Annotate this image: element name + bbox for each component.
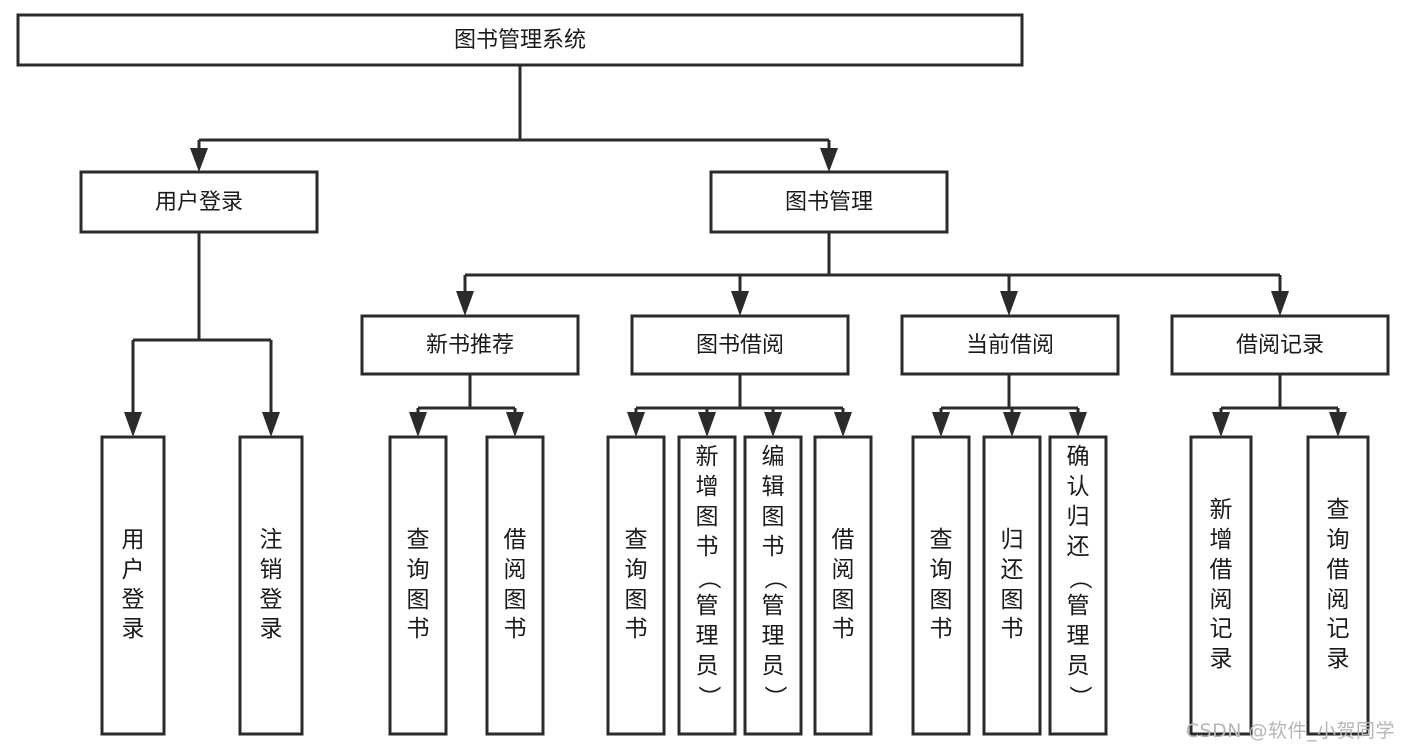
- arrow-head-book-borrow: [731, 291, 749, 316]
- arrow-head-new-book-recommend: [456, 291, 474, 316]
- node-borrow-record[interactable]: 借阅记录: [1170, 314, 1390, 376]
- edge-group-book-borrow: [627, 374, 852, 437]
- edge-group-book-management: [456, 232, 1289, 316]
- node-leaf-query-book-1-rect[interactable]: [388, 435, 448, 736]
- arrow-head-leaf-confirm-return-admin: [1069, 412, 1087, 437]
- node-current-borrow-rect[interactable]: [900, 314, 1120, 376]
- node-leaf-user-logout-rect[interactable]: [238, 435, 304, 736]
- edge-group-borrow-record: [1212, 374, 1347, 437]
- node-root-label: 图书管理系统: [454, 28, 586, 53]
- arrow-head-leaf-query-book-2: [627, 412, 645, 437]
- node-user-login[interactable]: 用户登录: [79, 170, 319, 234]
- node-book-management-label: 图书管理: [785, 190, 873, 215]
- arrow-head-leaf-add-book-admin: [698, 412, 716, 437]
- node-user-login-rect[interactable]: [79, 170, 319, 234]
- arrow-head-leaf-edit-book-admin: [764, 412, 782, 437]
- arrow-head-leaf-borrow-book-1: [506, 412, 524, 437]
- edge-group-current-borrow: [932, 374, 1087, 437]
- arrow-head-book-management: [820, 148, 838, 172]
- arrow-head-leaf-query-book-3: [932, 412, 950, 437]
- node-leaf-query-book-3-rect[interactable]: [911, 435, 971, 736]
- arrow-head-leaf-user-login: [124, 412, 142, 437]
- node-leaf-return-book-rect[interactable]: [982, 435, 1042, 736]
- node-new-book-recommend-label: 新书推荐: [426, 333, 514, 358]
- edge-group-root: [190, 65, 838, 172]
- node-new-book-recommend-rect[interactable]: [360, 314, 580, 376]
- arrow-head-leaf-query-borrow-record: [1329, 412, 1347, 437]
- node-borrow-record-label: 借阅记录: [1236, 333, 1324, 358]
- node-borrow-record-rect[interactable]: [1170, 314, 1390, 376]
- arrow-head-current-borrow: [1000, 291, 1018, 316]
- node-book-management[interactable]: 图书管理: [709, 170, 949, 234]
- leaf-boxes: [100, 435, 1370, 736]
- edge-group-user-login: [124, 232, 280, 437]
- node-user-login-label: 用户登录: [155, 190, 243, 215]
- arrow-head-leaf-borrow-book-2: [834, 412, 852, 437]
- node-new-book-recommend[interactable]: 新书推荐: [360, 314, 580, 376]
- node-leaf-edit-book-admin-rect[interactable]: [743, 435, 803, 736]
- node-leaf-borrow-book-1-rect[interactable]: [485, 435, 545, 736]
- node-book-borrow-rect[interactable]: [630, 314, 850, 376]
- node-leaf-add-book-admin-rect[interactable]: [677, 435, 737, 736]
- arrow-head-borrow-record: [1271, 291, 1289, 316]
- arrow-head-user-login: [190, 148, 208, 172]
- node-leaf-query-borrow-record-rect[interactable]: [1306, 435, 1370, 736]
- arrow-head-leaf-add-borrow-record: [1212, 412, 1230, 437]
- node-book-management-rect[interactable]: [709, 170, 949, 234]
- node-leaf-borrow-book-2-rect[interactable]: [813, 435, 873, 736]
- node-leaf-confirm-return-admin-rect[interactable]: [1048, 435, 1108, 736]
- node-root-rect[interactable]: [16, 13, 1024, 67]
- node-root[interactable]: 图书管理系统: [16, 13, 1024, 67]
- edge-group-new-book-recommend: [409, 374, 524, 437]
- node-leaf-add-borrow-record-rect[interactable]: [1189, 435, 1253, 736]
- arrow-head-leaf-user-logout: [262, 412, 280, 437]
- node-leaf-user-login-rect[interactable]: [100, 435, 166, 736]
- node-book-borrow[interactable]: 图书借阅: [630, 314, 850, 376]
- node-book-borrow-label: 图书借阅: [696, 333, 784, 358]
- node-leaf-query-book-2-rect[interactable]: [606, 435, 666, 736]
- arrow-head-leaf-return-book: [1003, 412, 1021, 437]
- node-current-borrow[interactable]: 当前借阅: [900, 314, 1120, 376]
- node-current-borrow-label: 当前借阅: [966, 333, 1054, 358]
- arrow-head-leaf-query-book-1: [409, 412, 427, 437]
- watermark-text: CSDN @软件_小贺同学: [1185, 720, 1395, 742]
